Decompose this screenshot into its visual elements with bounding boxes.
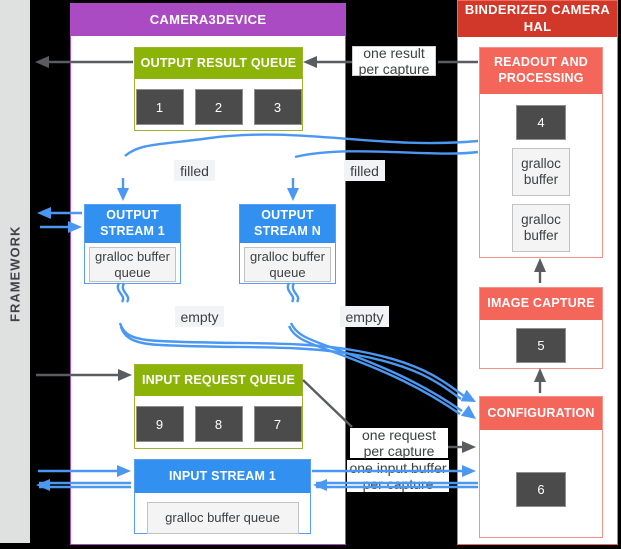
output-result-queue: OUTPUT RESULT QUEUE 1 2 3 [134,47,303,131]
one-result-per-capture-label: one result per capture [352,45,436,77]
output-stream-1-title: OUTPUT STREAM 1 [85,205,180,243]
empty-label-2: empty [340,306,389,327]
configuration-title: CONFIGURATION [480,397,602,430]
image-capture-slot-5: 5 [516,328,566,363]
input-stream-1: INPUT STREAM 1 gralloc buffer queue [134,459,311,534]
output-stream-n-title: OUTPUT STREAM N [240,205,335,243]
readout-gralloc-buffer-1: gralloc buffer [512,148,570,196]
readout-title: READOUT AND PROCESSING [480,48,602,94]
camera3device-title: CAMERA3DEVICE [71,4,345,36]
request-slot-7: 7 [253,406,302,442]
input-request-queue-items: 9 8 7 [135,396,302,442]
configuration-slot-6: 6 [516,472,566,507]
request-slot-9: 9 [135,406,184,442]
input-request-queue: INPUT REQUEST QUEUE 9 8 7 [134,364,303,449]
input-stream-1-gralloc-buffer-queue: gralloc buffer queue [146,502,299,534]
request-slot-8: 8 [194,406,243,442]
input-request-queue-title: INPUT REQUEST QUEUE [135,365,302,396]
result-slot-3: 3 [253,89,302,125]
configuration: CONFIGURATION 6 [479,396,603,538]
one-input-buffer-per-capture-label: one input buffer per capture [347,460,449,492]
filled-label-1: filled [174,160,215,181]
result-slot-2: 2 [194,89,243,125]
binderized-camera-hal-title: BINDERIZED CAMERA HAL [458,1,617,37]
one-request-per-capture-label: one request per capture [350,427,448,459]
output-stream-n: OUTPUT STREAM N gralloc buffer queue [239,204,336,284]
input-stream-1-title: INPUT STREAM 1 [135,460,310,493]
readout-gralloc-buffer-2: gralloc buffer [512,204,570,252]
image-capture-title: IMAGE CAPTURE [480,288,602,320]
binderized-camera-hal-box: BINDERIZED CAMERA HAL READOUT AND PROCES… [457,0,618,545]
framework-label: FRAMEWORK [7,225,23,322]
filled-label-2: filled [344,160,385,181]
image-capture: IMAGE CAPTURE 5 [479,287,603,369]
readout-slot-4: 4 [516,105,566,140]
camera3device-box: CAMERA3DEVICE OUTPUT RESULT QUEUE 1 2 3 … [70,3,389,545]
output-stream-n-gralloc-buffer-queue: gralloc buffer queue [244,247,331,282]
readout-and-processing: READOUT AND PROCESSING 4 gralloc buffer … [479,47,603,258]
framework-bar [0,0,30,543]
output-stream-1-gralloc-buffer-queue: gralloc buffer queue [89,247,176,282]
output-result-queue-items: 1 2 3 [135,79,302,125]
output-result-queue-title: OUTPUT RESULT QUEUE [135,48,302,79]
output-stream-1: OUTPUT STREAM 1 gralloc buffer queue [84,204,181,284]
empty-label-1: empty [175,306,224,327]
result-slot-1: 1 [135,89,184,125]
